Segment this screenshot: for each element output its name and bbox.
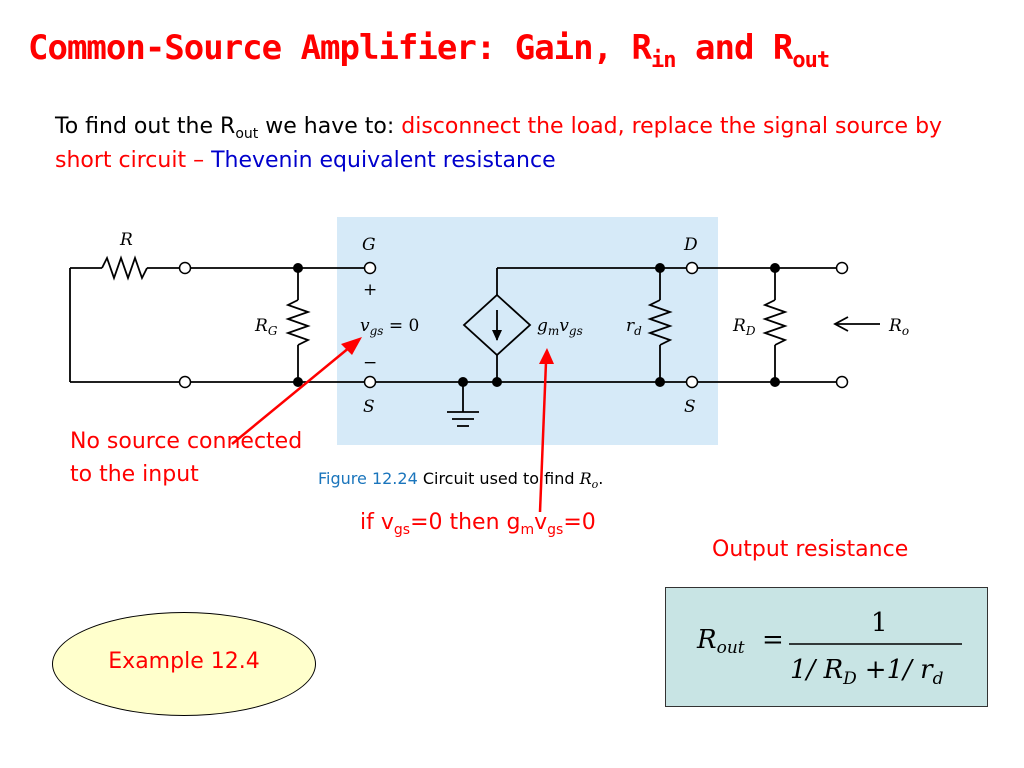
resistor-rd — [647, 299, 673, 346]
label-s-right: S — [684, 397, 696, 417]
label-r: R — [119, 230, 133, 250]
label-rg: RG — [254, 316, 278, 338]
example-label: Example 12.4 — [108, 649, 260, 674]
current-arrow-icon — [492, 330, 502, 341]
terminals — [178, 261, 849, 389]
resistor-rD — [762, 299, 788, 346]
example-ellipse[interactable]: Example 12.4 — [52, 612, 316, 716]
circuit-wires — [69, 255, 880, 427]
output-resistance-formula: Rout = 1 1/ RD+1/ rd — [696, 608, 962, 689]
pointer-arrow-gm-head — [539, 348, 554, 364]
label-plus: + — [363, 280, 377, 300]
label-rd: rd — [626, 316, 642, 338]
intro-red-text: disconnect the load, replace the signal … — [55, 114, 943, 173]
junction-dots — [293, 263, 780, 387]
pointer-arrow-gm — [538, 361, 548, 513]
figure-caption: Figure 12.24 Circuit used to find Ro. — [318, 469, 603, 491]
pointer-arrow-input — [231, 346, 351, 445]
svg-text:=: = — [762, 625, 784, 655]
slide-title: Common-Source Amplifier: Gain, Rin and R… — [28, 28, 830, 73]
output-resistance-label: Output resistance — [712, 537, 909, 562]
svg-text:1: 1 — [871, 608, 888, 638]
label-s-left: S — [363, 397, 375, 417]
svg-text:1/ RD+1/ rd: 1/ RD+1/ rd — [790, 655, 944, 689]
intro-text: To find out the Rout we have to: disconn… — [55, 114, 943, 173]
label-gm-vgs: gmvgs — [537, 316, 583, 338]
resistor-r — [101, 255, 148, 281]
label-d: D — [683, 235, 698, 255]
label-ro: Ro — [888, 316, 909, 338]
svg-text:Rout: Rout — [696, 625, 745, 658]
label-g: G — [362, 235, 376, 255]
note-vgs-zero: if vgs=0 then gmvgs=0 — [360, 510, 596, 538]
note-no-source: No source connected to the input — [70, 429, 303, 487]
resistor-rg — [285, 299, 311, 346]
label-vgs: vgs = 0 — [360, 316, 419, 338]
label-rD: RD — [732, 316, 756, 338]
pointer-arrow-input-head — [341, 337, 362, 355]
label-minus: − — [363, 353, 377, 373]
intro-blue-text: Thevenin equivalent resistance — [211, 148, 556, 173]
